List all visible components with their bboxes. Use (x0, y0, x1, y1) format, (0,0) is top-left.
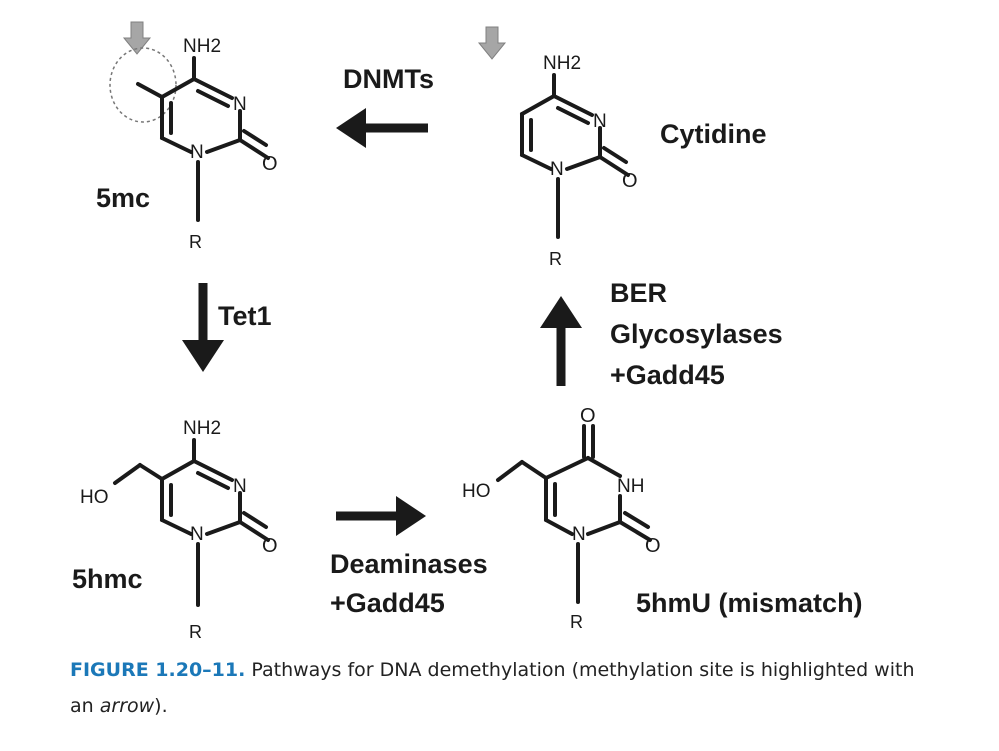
nh2-label: NH2 (543, 53, 581, 74)
molecule-5mc: NH2 N N O R 5mc (96, 21, 278, 252)
oxygen-label: O (262, 535, 278, 557)
r-group-label: R (189, 622, 202, 642)
right-arrow-icon (396, 496, 426, 536)
imine-label: NH (617, 476, 644, 497)
bottom-nitrogen-label: N (572, 524, 586, 545)
bottom-nitrogen-label: N (190, 524, 204, 545)
molecule-name-cytidine: Cytidine (660, 119, 767, 149)
ring-nitrogen-label: N (593, 111, 607, 132)
oxygen-label: O (645, 535, 661, 557)
caption-italic-word: arrow (99, 695, 155, 717)
arrow-label-gadd45: +Gadd45 (330, 588, 445, 618)
up-arrow-icon (540, 296, 582, 328)
arrow-tet1: Tet1 (182, 283, 272, 372)
hydroxyl-label: HO (462, 481, 491, 502)
hydroxyl-label: HO (80, 487, 109, 508)
top-oxygen-label: O (580, 405, 596, 427)
bottom-nitrogen-label: N (550, 159, 564, 180)
arrow-label-glycosylases: Glycosylases (610, 319, 783, 349)
arrow-label-dnmts: DNMTs (343, 64, 434, 94)
oxygen-label: O (262, 153, 278, 175)
ring-nitrogen-label: N (233, 94, 247, 115)
arrow-label-gadd45: +Gadd45 (610, 360, 725, 390)
r-group-label: R (570, 612, 583, 632)
arrow-deaminases: Deaminases +Gadd45 (330, 496, 488, 618)
arrow-label-tet1: Tet1 (218, 301, 272, 331)
molecule-5hmu: O HO NH N O R 5hmU (mismatch) (462, 405, 863, 632)
ring-nitrogen-label: N (233, 476, 247, 497)
r-group-label: R (549, 249, 562, 269)
caption-text: Pathways for DNA demethylation (methylat… (70, 659, 915, 717)
methylation-site-highlight (109, 47, 177, 123)
figure-number: FIGURE 1.20–11. (70, 659, 246, 681)
molecule-name-5hmu: 5hmU (mismatch) (636, 588, 863, 618)
molecule-5hmc: NH2 HO N N O R 5hmc (72, 418, 278, 642)
nh2-label: NH2 (183, 418, 221, 439)
oxygen-label: O (622, 170, 638, 192)
left-arrow-icon (336, 108, 366, 148)
nh2-label: NH2 (183, 36, 221, 57)
methylation-site-arrow-icon (478, 26, 506, 60)
r-group-label: R (189, 232, 202, 252)
arrow-label-ber: BER (610, 278, 667, 308)
figure-caption: FIGURE 1.20–11. Pathways for DNA demethy… (70, 652, 930, 724)
caption-end: ). (154, 695, 168, 717)
molecule-name-5mc: 5mc (96, 183, 150, 213)
down-arrow-icon (182, 340, 224, 372)
bottom-nitrogen-label: N (190, 142, 204, 163)
molecule-cytidine: NH2 N N O R Cytidine (478, 26, 767, 269)
arrow-label-deaminases: Deaminases (330, 549, 488, 579)
arrow-dnmts: DNMTs (336, 64, 434, 148)
demethylation-pathway-diagram: NH2 N N O R 5mc NH2 N N O R Cytidine (72, 21, 863, 642)
arrow-ber: BER Glycosylases +Gadd45 (540, 278, 783, 390)
molecule-name-5hmc: 5hmc (72, 564, 143, 594)
